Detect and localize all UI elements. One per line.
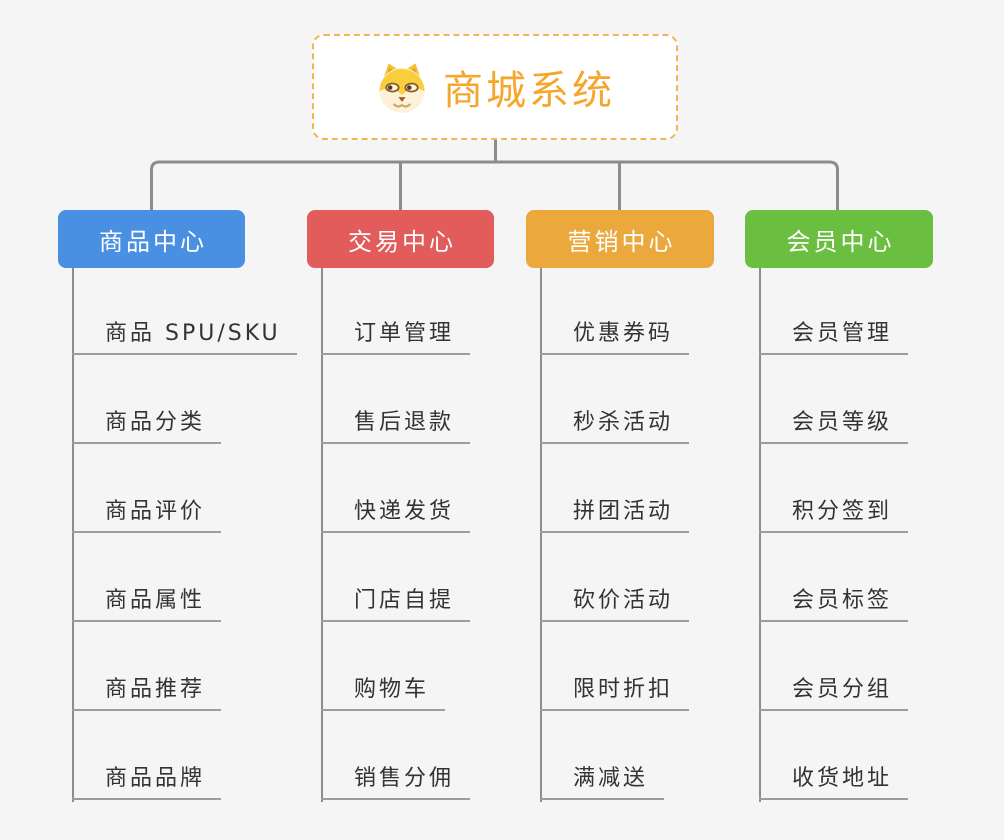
column-connector-line — [72, 268, 74, 802]
leaf-node[interactable]: 会员管理 — [759, 315, 909, 355]
column-connector-line — [321, 268, 323, 802]
leaf-node[interactable]: 门店自提 — [321, 582, 471, 622]
dog-face-icon — [379, 63, 425, 113]
root-node[interactable]: 商城系统 — [312, 34, 678, 140]
leaf-node[interactable]: 满减送 — [540, 760, 665, 800]
leaf-node[interactable]: 积分签到 — [759, 493, 909, 533]
column-connector-line — [540, 268, 542, 802]
root-node-label: 商城系统 — [443, 68, 615, 114]
leaf-node[interactable]: 订单管理 — [321, 315, 471, 355]
leaf-node[interactable]: 销售分佣 — [321, 760, 471, 800]
leaf-node[interactable]: 砍价活动 — [540, 582, 690, 622]
column-connector-line — [759, 268, 761, 802]
leaf-node[interactable]: 商品推荐 — [72, 671, 222, 711]
branch-node-label: 会员中心 — [786, 227, 895, 256]
branch-node-label: 商品中心 — [99, 227, 207, 256]
leaf-node[interactable]: 限时折扣 — [540, 671, 690, 711]
branch-node-trade-center[interactable]: 交易中心 — [307, 210, 494, 268]
branch-node-product-center[interactable]: 商品中心 — [58, 210, 245, 268]
leaf-node[interactable]: 商品分类 — [72, 404, 222, 444]
leaf-node[interactable]: 拼团活动 — [540, 493, 690, 533]
branch-node-label: 营销中心 — [567, 227, 676, 256]
branch-node-member-center[interactable]: 会员中心 — [745, 210, 933, 268]
leaf-node[interactable]: 优惠券码 — [540, 315, 690, 355]
leaf-node[interactable]: 会员标签 — [759, 582, 909, 622]
leaf-node[interactable]: 收货地址 — [759, 760, 909, 800]
leaf-node[interactable]: 会员等级 — [759, 404, 909, 444]
leaf-node[interactable]: 商品 SPU/SKU — [72, 315, 297, 355]
leaf-node[interactable]: 商品评价 — [72, 493, 222, 533]
branch-node-label: 交易中心 — [348, 227, 456, 256]
leaf-node[interactable]: 快递发货 — [321, 493, 471, 533]
leaf-node[interactable]: 商品品牌 — [72, 760, 222, 800]
leaf-node[interactable]: 商品属性 — [72, 582, 222, 622]
leaf-node[interactable]: 售后退款 — [321, 404, 471, 444]
leaf-node[interactable]: 会员分组 — [759, 671, 909, 711]
leaf-node[interactable]: 购物车 — [321, 671, 446, 711]
leaf-node[interactable]: 秒杀活动 — [540, 404, 690, 444]
branch-node-marketing-center[interactable]: 营销中心 — [526, 210, 714, 268]
